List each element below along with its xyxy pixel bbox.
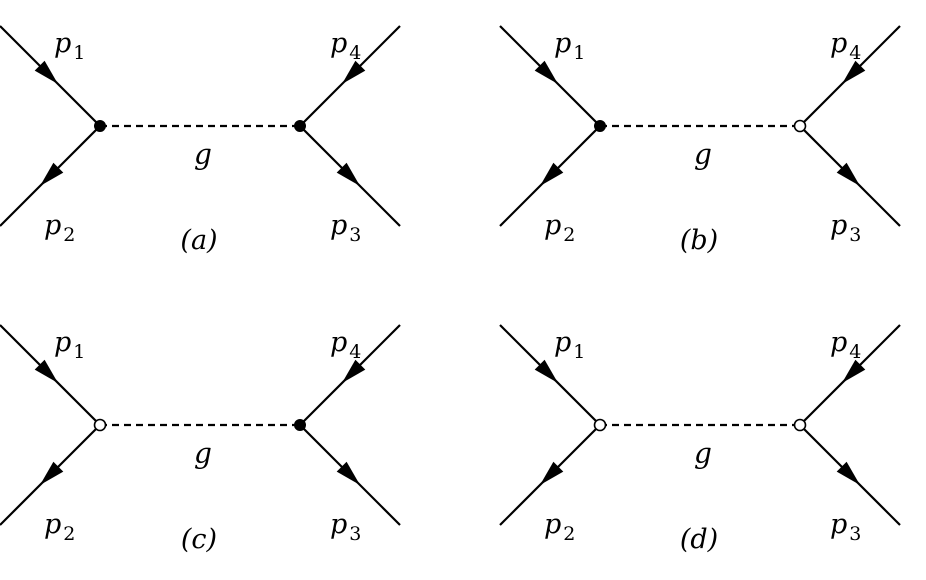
arrow-p4	[842, 60, 866, 84]
vertex-right	[294, 120, 306, 132]
arrow-p2	[40, 162, 64, 186]
label-p2-symbol: p	[544, 210, 561, 241]
label-p2-subscript: 2	[63, 523, 75, 545]
label-p4-subscript: 4	[849, 341, 861, 363]
arrow-p1	[34, 359, 58, 383]
label-p4-symbol: p	[330, 327, 347, 358]
propagator-label: g	[694, 437, 712, 470]
label-p2-symbol: p	[44, 509, 61, 540]
label-p4-subscript: 4	[349, 42, 361, 64]
arrow-p3	[336, 162, 360, 186]
arrow-p1	[534, 359, 558, 383]
arrow-p4	[342, 359, 366, 383]
label-p1-subscript: 1	[573, 42, 585, 64]
label-p3-subscript: 3	[349, 523, 361, 545]
arrow-p2	[540, 162, 564, 186]
arrow-p4	[842, 359, 866, 383]
arrow-p2	[540, 461, 564, 485]
vertex-left	[593, 418, 607, 432]
diagram-caption: (d)	[680, 524, 718, 555]
label-p4-symbol: p	[830, 28, 847, 59]
vertex-left	[94, 120, 106, 132]
arrow-p3	[836, 162, 860, 186]
label-p4-subscript: 4	[849, 42, 861, 64]
vertex-right	[793, 119, 807, 133]
propagator-label: g	[694, 138, 712, 171]
label-p2-subscript: 2	[63, 224, 75, 246]
label-p1-subscript: 1	[73, 42, 85, 64]
label-p1-symbol: p	[554, 327, 571, 358]
vertex-right	[793, 418, 807, 432]
diagram-caption: (c)	[181, 524, 217, 555]
label-p4-symbol: p	[330, 28, 347, 59]
label-p3-symbol: p	[330, 509, 347, 540]
label-p1-symbol: p	[554, 28, 571, 59]
label-p4-subscript: 4	[349, 341, 361, 363]
label-p3-subscript: 3	[849, 523, 861, 545]
propagator-label: g	[194, 138, 212, 171]
arrow-p1	[34, 60, 58, 84]
label-p1-subscript: 1	[73, 341, 85, 363]
arrow-p3	[336, 461, 360, 485]
diagram-caption: (a)	[180, 225, 217, 256]
arrow-p2	[40, 461, 64, 485]
label-p1-symbol: p	[54, 327, 71, 358]
diagram-caption: (b)	[680, 225, 718, 256]
vertex-left	[93, 418, 107, 432]
label-p3-subscript: 3	[849, 224, 861, 246]
label-p3-symbol: p	[830, 509, 847, 540]
label-p1-symbol: p	[54, 28, 71, 59]
label-p1-subscript: 1	[573, 341, 585, 363]
label-p3-symbol: p	[830, 210, 847, 241]
arrow-p3	[836, 461, 860, 485]
vertex-left	[594, 120, 606, 132]
propagator-label: g	[194, 437, 212, 470]
vertex-right	[294, 419, 306, 431]
label-p3-symbol: p	[330, 210, 347, 241]
arrow-p1	[534, 60, 558, 84]
label-p3-subscript: 3	[349, 224, 361, 246]
label-p2-subscript: 2	[563, 224, 575, 246]
label-p2-symbol: p	[44, 210, 61, 241]
label-p2-subscript: 2	[563, 523, 575, 545]
label-p4-symbol: p	[830, 327, 847, 358]
arrow-p4	[342, 60, 366, 84]
label-p2-symbol: p	[544, 509, 561, 540]
